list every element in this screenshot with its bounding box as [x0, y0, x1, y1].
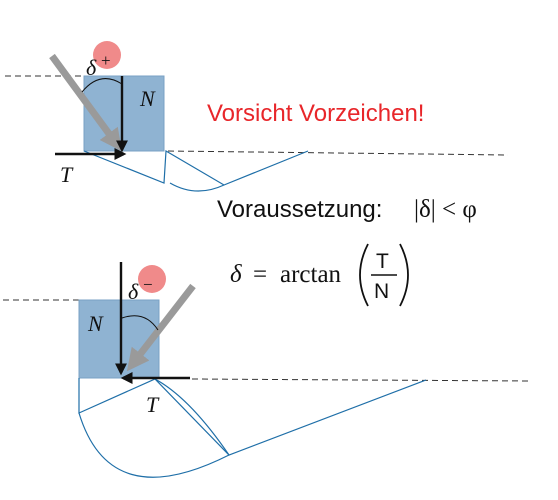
warning-text: Vorsicht Vorzeichen!: [207, 100, 424, 127]
formula-numerator: T: [376, 250, 389, 273]
bottom-figure: δ − N T: [3, 262, 531, 478]
formula: δ = arctan T N: [230, 243, 409, 307]
bottom-delta-label: δ: [128, 279, 139, 304]
formula-paren-right: [399, 243, 409, 307]
top-delta-sign: +: [101, 51, 111, 70]
top-figure: δ + N T: [5, 41, 509, 192]
top-tangential-label: T: [60, 162, 74, 187]
top-normal-label: N: [139, 86, 156, 111]
formula-function: arctan: [280, 261, 342, 288]
bottom-slip-wedge: [78, 378, 427, 456]
bottom-delta-sign: −: [143, 275, 153, 294]
formula-paren-left: [359, 243, 369, 307]
top-resultant-arrow-icon: [49, 53, 122, 152]
top-slip-arc: [169, 182, 225, 192]
formula-equals: =: [253, 261, 267, 288]
top-delta-label: δ: [86, 55, 97, 80]
condition-prefix: Voraussetzung:: [217, 196, 382, 223]
top-slip-wedge: [83, 149, 309, 186]
bottom-resultant-arrow-icon: [126, 283, 196, 372]
bottom-normal-label: N: [87, 311, 104, 336]
bottom-slip-arc-upper: [154, 378, 230, 456]
top-delta-arc: [81, 78, 123, 93]
bottom-tangential-label: T: [146, 392, 160, 417]
condition-expression: |δ| < φ: [414, 196, 477, 223]
top-sign-marker: [93, 41, 121, 69]
bottom-slip-arc: [78, 412, 230, 478]
bottom-sign-marker: [138, 265, 166, 293]
bottom-delta-arc: [121, 315, 159, 331]
top-ground-line-right: [167, 150, 509, 156]
formula-denominator: N: [374, 280, 389, 303]
formula-lhs: δ: [230, 261, 242, 288]
bottom-ground-line-right: [191, 378, 531, 382]
